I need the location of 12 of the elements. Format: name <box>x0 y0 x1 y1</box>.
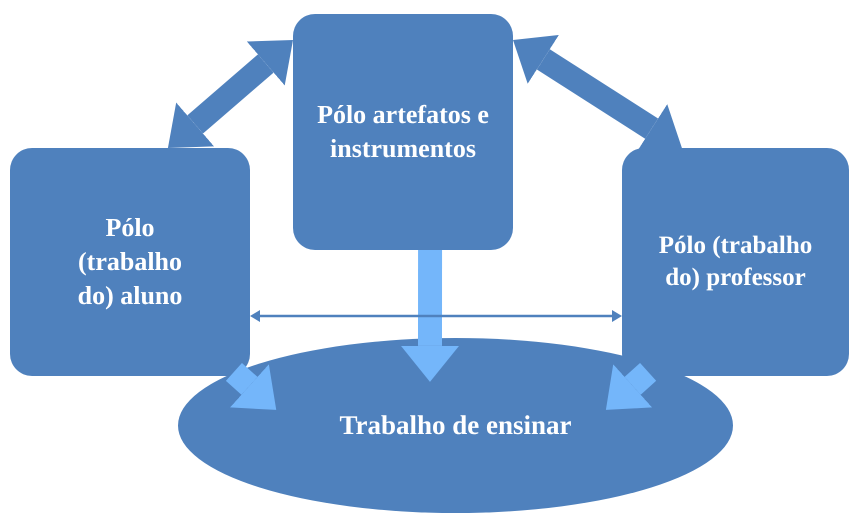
rounded-box <box>293 14 513 250</box>
node-label: Trabalho de ensinar <box>339 408 572 442</box>
arrow <box>226 362 276 410</box>
arrow <box>168 40 293 148</box>
arrow <box>401 250 459 382</box>
arrow <box>250 310 622 322</box>
rounded-box <box>622 148 849 376</box>
rounded-box <box>10 148 250 376</box>
arrow <box>606 362 656 410</box>
node-label: Pólo (trabalho do) professor <box>658 230 814 293</box>
node-label: Pólo (trabalho do) aluno <box>76 212 184 312</box>
node-label: Pólo artefatos e instrumentos <box>316 99 490 165</box>
